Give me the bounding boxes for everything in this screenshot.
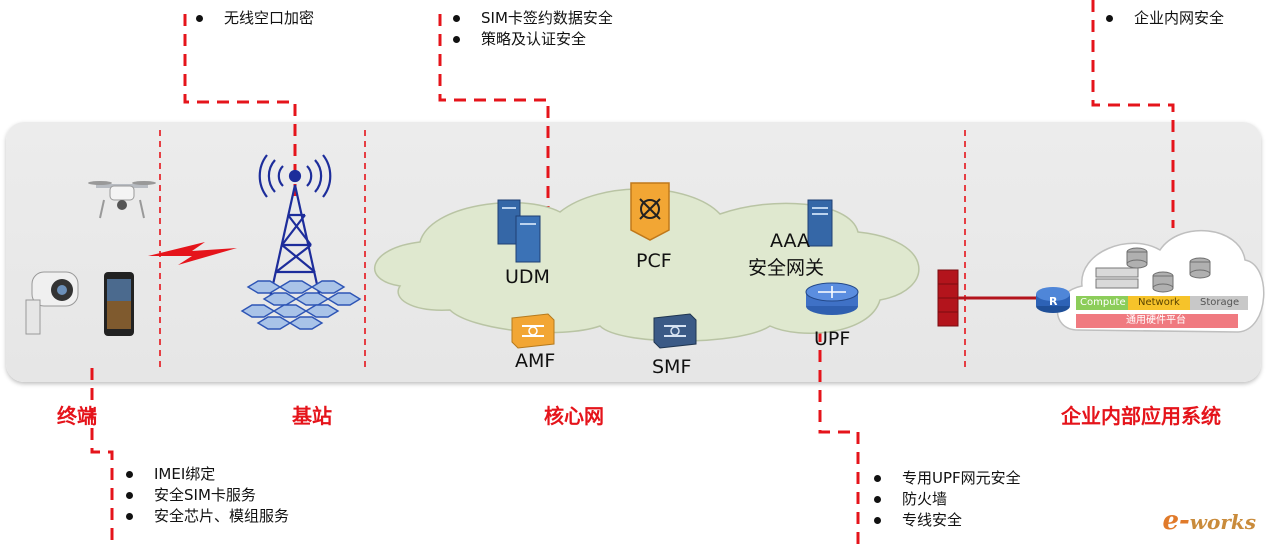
terminal-bullet-list: IMEI绑定 安全SIM卡服务 安全芯片、模组服务: [126, 464, 289, 527]
bullet-item: 策略及认证安全: [453, 29, 613, 50]
smartphone-icon: [104, 272, 134, 336]
storage-label: Storage: [1200, 297, 1240, 308]
zone-label-terminal: 终端: [57, 404, 97, 428]
hex-cell-grid: [240, 280, 362, 330]
platform-block: [1076, 314, 1238, 328]
zone-label-core-network: 核心网: [544, 404, 604, 428]
connector-terminal: [90, 368, 114, 548]
connector-enterprise: [1091, 0, 1175, 228]
amf-switch-icon: [511, 313, 555, 349]
wireless-bullet-list: 无线空口加密: [196, 8, 314, 29]
pcf-shield-icon: [630, 182, 670, 241]
disk-stack-icon: [1126, 247, 1211, 293]
compute-label: Compute: [1080, 297, 1126, 308]
router-icon: [1036, 287, 1070, 313]
smf-label: SMF: [652, 356, 692, 378]
zone-label-base-station: 基站: [292, 404, 332, 428]
bullet-item: 专用UPF网元安全: [874, 468, 1021, 489]
pcf-label: PCF: [636, 250, 672, 272]
router-letter: R: [1049, 295, 1058, 308]
udm-label: UDM: [505, 266, 550, 288]
sim-bullet-list: SIM卡签约数据安全 策略及认证安全: [453, 8, 613, 50]
firewall-icon: [937, 269, 959, 327]
smf-switch-icon: [653, 313, 697, 349]
aaa-server-icon: [807, 199, 833, 247]
platform-label: 通用硬件平台: [1126, 315, 1186, 326]
zone-label-enterprise-system: 企业内部应用系统: [1061, 404, 1221, 428]
logo-name: works: [1189, 510, 1256, 534]
bullet-item: 防火墙: [874, 489, 1021, 510]
base-station-tower-icon: [258, 154, 332, 299]
lightning-icon: [148, 242, 237, 265]
upf-bullet-list: 专用UPF网元安全 防火墙 专线安全: [874, 468, 1021, 531]
camera-icon: [25, 271, 79, 335]
bullet-item: SIM卡签约数据安全: [453, 8, 613, 29]
connector-upf: [818, 310, 860, 548]
eworks-logo: e-works: [1162, 506, 1256, 536]
compute-block: [1076, 296, 1128, 310]
bullet-item: 安全芯片、模组服务: [126, 506, 289, 527]
bullet-item: 企业内网安全: [1106, 8, 1224, 29]
network-block: [1128, 296, 1190, 310]
aaa-label: AAA: [770, 230, 811, 252]
drone-icon: [88, 181, 156, 219]
bullet-item: 专线安全: [874, 510, 1021, 531]
upf-router-icon: [805, 282, 859, 315]
connector-sim: [438, 14, 550, 215]
bullet-item: 无线空口加密: [196, 8, 314, 29]
security-gateway-label: 安全网关: [748, 257, 825, 279]
connector-wireless: [183, 14, 297, 200]
rack-server-icon: [1095, 267, 1139, 289]
upf-label: UPF: [814, 328, 851, 350]
bullet-item: IMEI绑定: [126, 464, 289, 485]
storage-block: [1190, 296, 1248, 310]
logo-prefix: e-: [1162, 506, 1190, 536]
amf-label: AMF: [515, 350, 556, 372]
network-label: Network: [1138, 297, 1180, 308]
bullet-item: 安全SIM卡服务: [126, 485, 289, 506]
udm-server-icon: [497, 199, 541, 263]
enterprise-bullet-list: 企业内网安全: [1106, 8, 1224, 29]
